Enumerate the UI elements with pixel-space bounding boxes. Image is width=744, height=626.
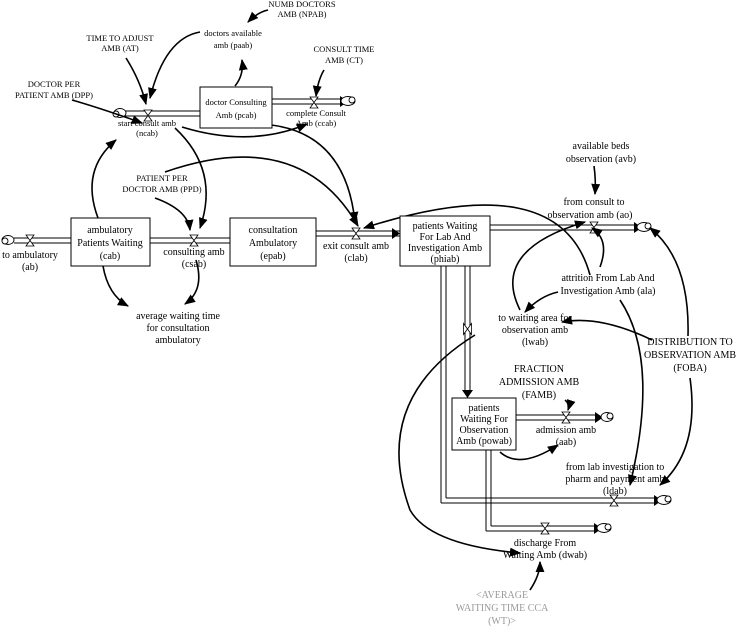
- cloud-icon: [636, 222, 652, 232]
- cloud-icon: [600, 412, 614, 422]
- valve-icon: [143, 109, 153, 122]
- svg-text:start consult amb(ncab): start consult amb(ncab): [118, 118, 176, 138]
- flow-ab[interactable]: to ambulatory(ab): [2, 250, 58, 273]
- causal-links: [71, 9, 693, 591]
- cloud-icon: [656, 495, 672, 505]
- cloud-icon: [340, 96, 356, 106]
- svg-text:admission amb(aab): admission amb(aab): [536, 425, 596, 448]
- flow-csab[interactable]: consulting amb(csab): [163, 247, 224, 270]
- valve-icon: [561, 411, 571, 424]
- flow-aab[interactable]: admission amb(aab): [536, 425, 596, 448]
- valve-icon: [309, 96, 319, 109]
- svg-text:exit consult amb(clab): exit consult amb(clab): [323, 241, 389, 264]
- flow-clab[interactable]: exit consult amb(clab): [323, 241, 389, 264]
- cloud-icons: [1, 96, 672, 533]
- valve-icon: [463, 322, 472, 336]
- valve-icons: [25, 96, 619, 535]
- valve-icon: [25, 234, 35, 247]
- valve-icon: [540, 522, 550, 535]
- cloud-icon: [596, 523, 612, 533]
- valve-icon: [189, 234, 199, 247]
- flow-ncab[interactable]: start consult amb(ncab): [118, 118, 176, 138]
- svg-text:consulting amb(csab): consulting amb(csab): [163, 247, 224, 270]
- svg-text:to ambulatory(ab): to ambulatory(ab): [2, 250, 58, 273]
- cloud-icon: [1, 235, 15, 245]
- valve-icon: [609, 494, 619, 507]
- valve-icon: [351, 227, 361, 240]
